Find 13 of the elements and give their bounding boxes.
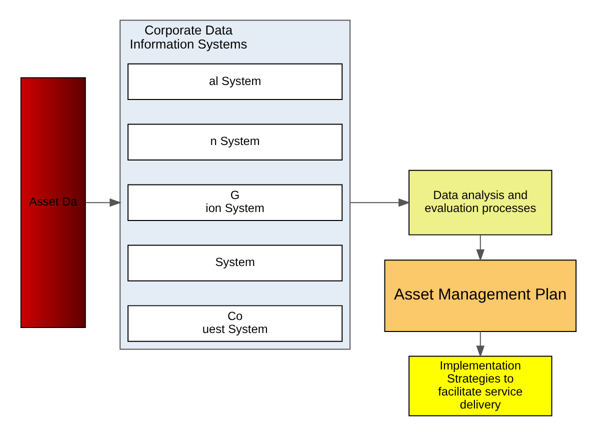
arrow (85, 198, 122, 207)
node-box: Data analysis and evaluation processes (408, 170, 552, 236)
node-box: Co uest System (128, 305, 343, 342)
node-box: al System (128, 63, 343, 100)
node-box: G ion System (128, 184, 343, 221)
arrow (476, 331, 485, 358)
node-box: Implementation Strategies to facilitate service delivery (408, 356, 552, 416)
arrow (476, 234, 485, 262)
node-box: System (128, 244, 343, 282)
arrow (350, 198, 410, 207)
node-box: n System (128, 124, 343, 160)
node-box: Asset Management Plan (384, 260, 577, 332)
node-box: Asset Da (20, 77, 86, 328)
